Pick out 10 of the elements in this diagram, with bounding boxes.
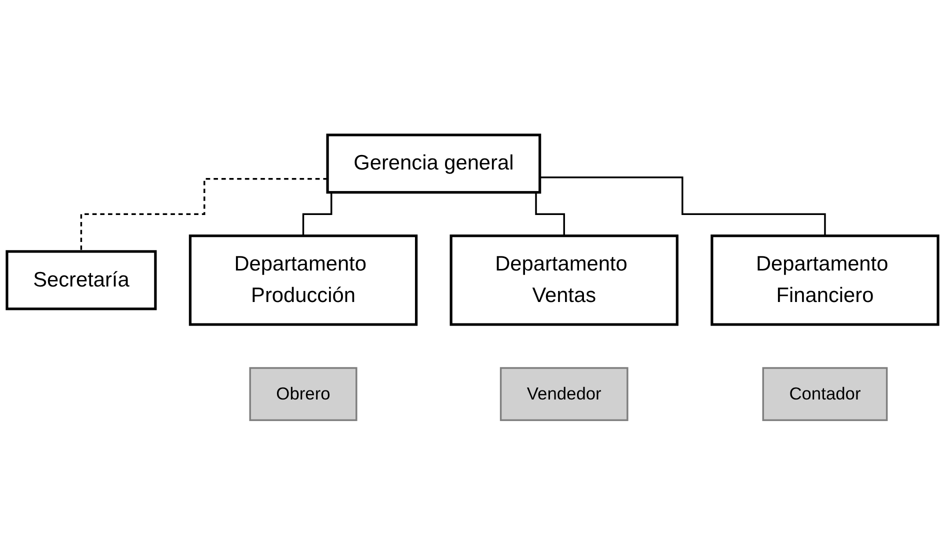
node-box: Departamento Financiero — [710, 234, 940, 326]
connector — [80, 178, 328, 252]
node-box: Obrero — [249, 367, 358, 421]
node-box: Departamento Ventas — [450, 234, 678, 326]
connector — [540, 176, 826, 237]
node-box: Contador — [762, 367, 888, 421]
node-box: Gerencia general — [326, 134, 542, 194]
node-box: Secretaría — [6, 250, 157, 310]
node-box: Departamento Producción — [188, 234, 418, 326]
node-box: Vendedor — [500, 367, 628, 421]
